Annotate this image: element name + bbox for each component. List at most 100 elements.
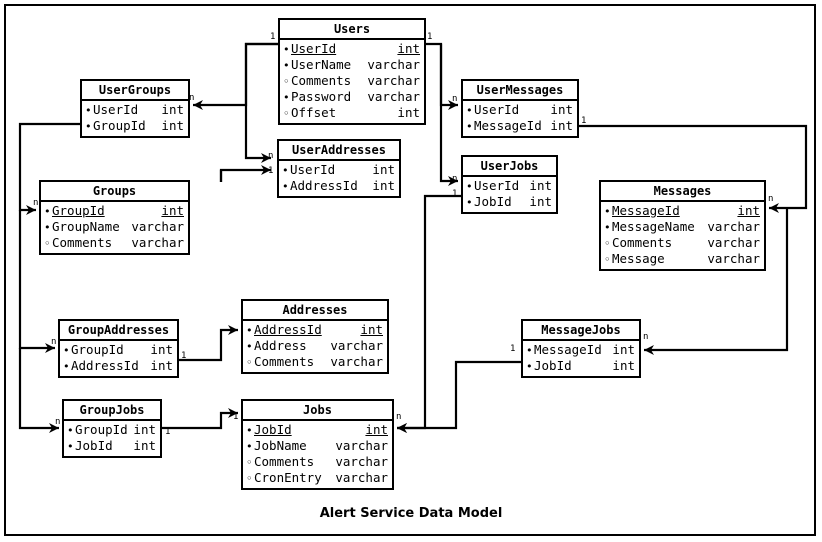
attribute-type: int — [161, 203, 184, 218]
required-marker-icon: • — [283, 59, 290, 72]
required-marker-icon: • — [44, 205, 51, 218]
diagram-border — [4, 4, 816, 536]
attribute-name: JobName — [254, 438, 307, 453]
card-messagejobs-left: 1 — [510, 344, 516, 354]
attribute-type: varchar — [707, 251, 760, 266]
attribute-type: int — [529, 194, 552, 209]
required-marker-icon: • — [85, 104, 92, 117]
required-marker-icon: • — [282, 164, 289, 177]
attribute-type: int — [150, 358, 173, 373]
attribute-type: int — [550, 118, 573, 133]
attribute-type: varchar — [330, 338, 383, 353]
required-marker-icon: • — [246, 440, 253, 453]
attribute-type: int — [529, 178, 552, 193]
attribute-name: AddressId — [290, 178, 358, 193]
attribute-name: GroupId — [93, 118, 146, 133]
attribute-name: MessageId — [612, 203, 680, 218]
attribute-name: UserId — [474, 178, 520, 193]
diagram-title: Alert Service Data Model — [319, 506, 503, 521]
attribute-type: varchar — [367, 89, 420, 104]
required-marker-icon: • — [67, 424, 74, 437]
optional-marker-icon: ◦ — [246, 456, 253, 469]
attribute-type: varchar — [131, 235, 184, 250]
attribute-row: •UserId int — [463, 178, 556, 194]
required-marker-icon: • — [526, 344, 533, 357]
attribute-type: int — [360, 322, 383, 337]
attribute-name: UserId — [474, 102, 520, 117]
attribute-type: int — [161, 102, 184, 117]
attribute-row: •JobName varchar — [243, 438, 392, 454]
card-jobs-right: n — [396, 412, 402, 422]
attribute-name: JobId — [254, 422, 292, 437]
attribute-type: int — [133, 422, 156, 437]
entity-title-messagejobs: MessageJobs — [523, 321, 639, 341]
entity-title-groupaddresses: GroupAddresses — [60, 321, 177, 341]
card-groupjobs-right: 1 — [165, 427, 171, 437]
attribute-name: Offset — [291, 105, 337, 120]
attribute-row: •MessageId int — [463, 118, 577, 134]
attribute-type: int — [612, 342, 635, 357]
optional-marker-icon: ◦ — [283, 75, 290, 88]
attribute-type: varchar — [707, 219, 760, 234]
attribute-name: MessageId — [474, 118, 542, 133]
attribute-name: Comments — [291, 73, 352, 88]
optional-marker-icon: ◦ — [604, 253, 611, 266]
attribute-row: •AddressId int — [279, 178, 399, 194]
card-messages-right: n — [768, 194, 774, 204]
card-usergroups-right: n — [189, 93, 195, 103]
required-marker-icon: • — [604, 205, 611, 218]
card-useraddresses-left-n: n — [268, 151, 274, 161]
required-marker-icon: • — [526, 360, 533, 373]
required-marker-icon: • — [63, 344, 70, 357]
required-marker-icon: • — [282, 180, 289, 193]
attribute-type: varchar — [335, 438, 388, 453]
optional-marker-icon: ◦ — [44, 237, 51, 250]
card-useraddresses-left-1: 1 — [268, 166, 274, 176]
required-marker-icon: • — [466, 104, 473, 117]
entity-title-usergroups: UserGroups — [82, 81, 188, 101]
required-marker-icon: • — [466, 120, 473, 133]
entity-title-groupjobs: GroupJobs — [64, 401, 160, 421]
card-usermessages-right: 1 — [581, 116, 587, 126]
attribute-type: varchar — [367, 57, 420, 72]
attribute-name: JobId — [75, 438, 113, 453]
attribute-type: int — [550, 102, 573, 117]
attribute-type: int — [397, 105, 420, 120]
attribute-type: int — [372, 178, 395, 193]
attribute-name: Comments — [612, 235, 673, 250]
attribute-name: AddressId — [71, 358, 139, 373]
optional-marker-icon: ◦ — [246, 356, 253, 369]
attribute-name: AddressId — [254, 322, 322, 337]
required-marker-icon: • — [466, 180, 473, 193]
